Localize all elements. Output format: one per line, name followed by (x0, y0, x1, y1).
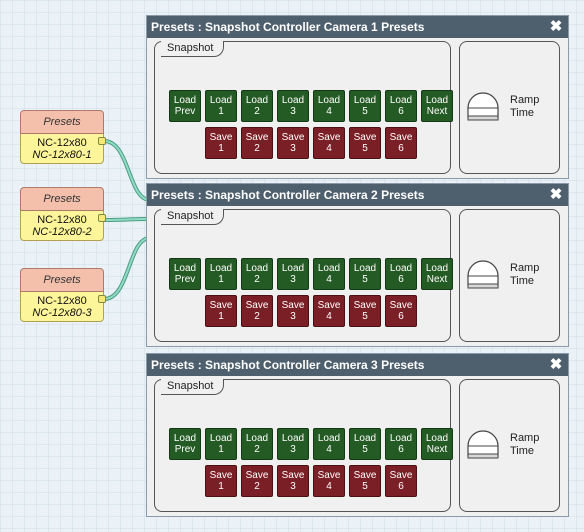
save-button-save-2[interactable]: Save 2 (241, 295, 273, 327)
save-button-save-1[interactable]: Save 1 (205, 295, 237, 327)
preset-node-2[interactable]: Presets NC-12x80 NC-12x80-2 (20, 187, 106, 241)
load-button-load-3[interactable]: Load 3 (277, 258, 309, 290)
save-button-save-3[interactable]: Save 3 (277, 295, 309, 327)
ramp-time-label: Ramp Time (510, 432, 540, 457)
load-button-load-1[interactable]: Load 1 (205, 428, 237, 460)
preset-node-3[interactable]: Presets NC-12x80 NC-12x80-3 (20, 268, 106, 322)
wire-camera-1-core (103, 140, 151, 201)
preset-panel-camera-1: Presets : Snapshot Controller Camera 1 P… (146, 15, 569, 179)
panel-title-bar[interactable]: Presets : Snapshot Controller Camera 2 P… (147, 184, 568, 206)
save-button-save-3[interactable]: Save 3 (277, 127, 309, 159)
save-button-save-5[interactable]: Save 5 (349, 127, 381, 159)
load-button-load-prev[interactable]: Load Prev (169, 428, 201, 460)
wire-camera-3-core (103, 237, 151, 300)
load-button-load-5[interactable]: Load 5 (349, 258, 381, 290)
wire-camera-2 (103, 217, 151, 222)
load-button-load-2[interactable]: Load 2 (241, 258, 273, 290)
wire-camera-1 (103, 139, 151, 202)
dome-knob-icon[interactable] (466, 258, 500, 292)
load-button-load-next[interactable]: Load Next (421, 90, 453, 122)
preset-node-1[interactable]: Presets NC-12x80 NC-12x80-1 (20, 110, 106, 164)
panel-title: Presets : Snapshot Controller Camera 2 P… (151, 188, 425, 202)
load-button-load-next[interactable]: Load Next (421, 258, 453, 290)
node-body: NC-12x80 NC-12x80-1 (20, 134, 106, 164)
close-icon[interactable]: ✖ (549, 356, 563, 373)
panel-title-bar[interactable]: Presets : Snapshot Controller Camera 3 P… (147, 354, 568, 376)
node-header: Presets (20, 110, 104, 134)
connector-port[interactable] (98, 214, 106, 222)
node-body: NC-12x80 NC-12x80-2 (20, 211, 106, 241)
load-button-load-4[interactable]: Load 4 (313, 258, 345, 290)
node-body: NC-12x80 NC-12x80-3 (20, 292, 106, 322)
panel-title: Presets : Snapshot Controller Camera 3 P… (151, 358, 425, 372)
snapshot-group-label: Snapshot (161, 209, 225, 225)
preset-panel-camera-2: Presets : Snapshot Controller Camera 2 P… (146, 183, 569, 347)
wire-camera-3 (103, 236, 151, 301)
node-device-name: NC-12x80-3 (32, 307, 92, 319)
ramp-time-label: Ramp Time (510, 94, 540, 119)
load-button-load-6[interactable]: Load 6 (385, 90, 417, 122)
save-button-save-4[interactable]: Save 4 (313, 127, 345, 159)
node-device-name: NC-12x80-2 (32, 226, 92, 238)
load-button-load-4[interactable]: Load 4 (313, 90, 345, 122)
save-button-save-4[interactable]: Save 4 (313, 295, 345, 327)
node-header: Presets (20, 268, 104, 292)
ramp-time-label: Ramp Time (510, 262, 540, 287)
preset-panel-camera-3: Presets : Snapshot Controller Camera 3 P… (146, 353, 569, 517)
load-button-load-1[interactable]: Load 1 (205, 258, 237, 290)
load-button-load-1[interactable]: Load 1 (205, 90, 237, 122)
load-button-load-2[interactable]: Load 2 (241, 90, 273, 122)
load-button-load-5[interactable]: Load 5 (349, 90, 381, 122)
load-button-load-2[interactable]: Load 2 (241, 428, 273, 460)
save-button-save-2[interactable]: Save 2 (241, 127, 273, 159)
close-icon[interactable]: ✖ (549, 18, 563, 35)
ramp-time-group: Ramp Time (459, 209, 560, 342)
panel-title: Presets : Snapshot Controller Camera 1 P… (151, 20, 425, 34)
load-button-load-3[interactable]: Load 3 (277, 428, 309, 460)
save-button-save-6[interactable]: Save 6 (385, 465, 417, 497)
dome-knob-icon[interactable] (466, 428, 500, 462)
node-device-model: NC-12x80 (37, 137, 87, 149)
save-button-save-2[interactable]: Save 2 (241, 465, 273, 497)
snapshot-group-label: Snapshot (161, 41, 225, 57)
load-button-load-6[interactable]: Load 6 (385, 428, 417, 460)
load-button-load-prev[interactable]: Load Prev (169, 90, 201, 122)
load-button-load-prev[interactable]: Load Prev (169, 258, 201, 290)
save-button-save-6[interactable]: Save 6 (385, 295, 417, 327)
connector-port[interactable] (98, 295, 106, 303)
load-button-load-3[interactable]: Load 3 (277, 90, 309, 122)
close-icon[interactable]: ✖ (549, 186, 563, 203)
load-button-load-5[interactable]: Load 5 (349, 428, 381, 460)
ramp-time-group: Ramp Time (459, 41, 560, 174)
node-device-model: NC-12x80 (37, 214, 87, 226)
panel-title-bar[interactable]: Presets : Snapshot Controller Camera 1 P… (147, 16, 568, 38)
save-button-save-1[interactable]: Save 1 (205, 127, 237, 159)
load-button-load-4[interactable]: Load 4 (313, 428, 345, 460)
connector-port[interactable] (98, 137, 106, 145)
save-button-save-5[interactable]: Save 5 (349, 295, 381, 327)
node-device-model: NC-12x80 (37, 295, 87, 307)
dome-knob-icon[interactable] (466, 90, 500, 124)
save-button-save-4[interactable]: Save 4 (313, 465, 345, 497)
node-device-name: NC-12x80-1 (32, 149, 92, 161)
ramp-time-group: Ramp Time (459, 379, 560, 512)
snapshot-group-label: Snapshot (161, 379, 225, 395)
wire-camera-2-core (103, 218, 151, 221)
node-header: Presets (20, 187, 104, 211)
save-button-save-3[interactable]: Save 3 (277, 465, 309, 497)
save-button-save-5[interactable]: Save 5 (349, 465, 381, 497)
save-button-save-1[interactable]: Save 1 (205, 465, 237, 497)
save-button-save-6[interactable]: Save 6 (385, 127, 417, 159)
load-button-load-6[interactable]: Load 6 (385, 258, 417, 290)
load-button-load-next[interactable]: Load Next (421, 428, 453, 460)
